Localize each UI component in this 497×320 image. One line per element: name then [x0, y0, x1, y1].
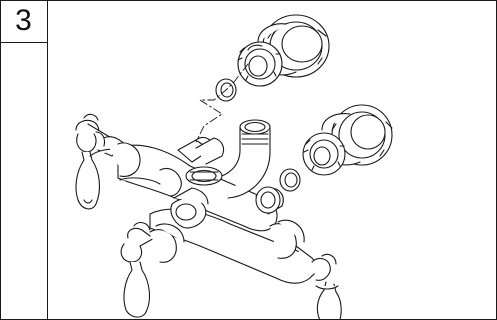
lower-connector [303, 105, 392, 175]
left-handle [76, 114, 140, 209]
upper-connector [238, 15, 329, 86]
step-number: 3 [15, 4, 32, 37]
panel-divider [47, 0, 49, 320]
body-inlet-left [196, 138, 224, 164]
lower-washer [280, 169, 300, 191]
lower-right-handle [270, 220, 341, 320]
elbow-pipe [186, 120, 270, 198]
step-number-box: 3 [0, 0, 48, 43]
assembly-centerline [196, 64, 248, 142]
lower-left-handle [121, 223, 184, 318]
body-inlet-right [256, 187, 283, 214]
